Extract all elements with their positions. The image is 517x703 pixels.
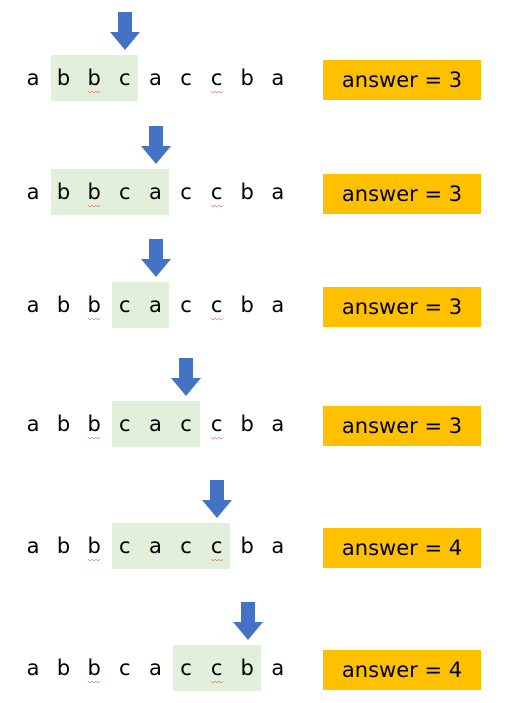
- sequence-char: a: [148, 412, 162, 436]
- answer-box: answer = 4: [323, 650, 481, 690]
- sequence-char: b: [56, 293, 71, 317]
- sequence-char: c: [119, 656, 131, 680]
- sequence-char: a: [26, 656, 40, 680]
- sequence-char: a: [26, 412, 40, 436]
- sequence-char: c: [202, 282, 232, 328]
- window-highlight: [111, 401, 200, 447]
- sequence-char: c: [119, 412, 131, 436]
- sequence-char: c: [119, 66, 131, 90]
- sequence-char: c: [180, 412, 192, 436]
- sequence-char: c: [202, 55, 232, 101]
- sequence-char: c: [180, 293, 192, 317]
- window-highlight: [111, 282, 169, 328]
- sequence-char: a: [271, 412, 285, 436]
- pointer-arrow-icon: [232, 602, 263, 640]
- sequence-char: a: [26, 180, 40, 204]
- sequence-char: c: [180, 180, 192, 204]
- sequence-char: c: [119, 293, 131, 317]
- pointer-arrow-icon: [140, 239, 171, 277]
- sequence-char: b: [56, 412, 71, 436]
- sequence-char: a: [148, 293, 162, 317]
- sequence-char: a: [26, 534, 40, 558]
- answer-box: answer = 3: [323, 406, 481, 446]
- answer-box: answer = 3: [323, 287, 481, 327]
- answer-box: answer = 4: [323, 528, 481, 568]
- pointer-arrow-icon: [201, 480, 232, 518]
- sequence-char: c: [180, 656, 192, 680]
- sequence-char: a: [148, 66, 162, 90]
- sequence-char: c: [119, 534, 131, 558]
- sequence-char: b: [56, 656, 71, 680]
- window-highlight: [111, 523, 231, 569]
- sequence-char: c: [202, 523, 232, 569]
- answer-box: answer = 3: [323, 174, 481, 214]
- pointer-arrow-icon: [171, 358, 202, 396]
- sequence-char: a: [271, 534, 285, 558]
- sequence-char: b: [240, 412, 254, 436]
- sequence-char: c: [119, 180, 131, 204]
- sequence-char: b: [56, 66, 71, 90]
- pointer-arrow-icon: [110, 12, 141, 50]
- sequence-char: a: [148, 534, 162, 558]
- sequence-char: a: [26, 66, 40, 90]
- sequence-char: b: [240, 293, 254, 317]
- sequence-char: a: [271, 293, 285, 317]
- sequence-char: b: [79, 55, 109, 101]
- sequence-char: b: [79, 282, 109, 328]
- sequence-char: a: [271, 656, 285, 680]
- sequence-char: b: [240, 656, 254, 680]
- sequence-char: c: [202, 645, 232, 691]
- sequence-char: b: [79, 523, 109, 569]
- sequence-char: b: [240, 66, 254, 90]
- sequence-char: a: [148, 180, 162, 204]
- sequence-char: b: [56, 534, 71, 558]
- sequence-char: b: [79, 169, 109, 215]
- sequence-char: c: [180, 66, 192, 90]
- sequence-char: b: [79, 401, 109, 447]
- sequence-char: a: [271, 66, 285, 90]
- sequence-char: c: [202, 401, 232, 447]
- pointer-arrow-icon: [140, 126, 171, 164]
- answer-box: answer = 3: [323, 60, 481, 100]
- sequence-char: b: [240, 534, 254, 558]
- sequence-char: b: [79, 645, 109, 691]
- sequence-char: a: [26, 293, 40, 317]
- sequence-char: b: [240, 180, 254, 204]
- sequence-char: b: [56, 180, 71, 204]
- sequence-char: c: [180, 534, 192, 558]
- sequence-char: c: [202, 169, 232, 215]
- window-highlight: [50, 169, 169, 215]
- sequence-char: a: [148, 656, 162, 680]
- sequence-char: a: [271, 180, 285, 204]
